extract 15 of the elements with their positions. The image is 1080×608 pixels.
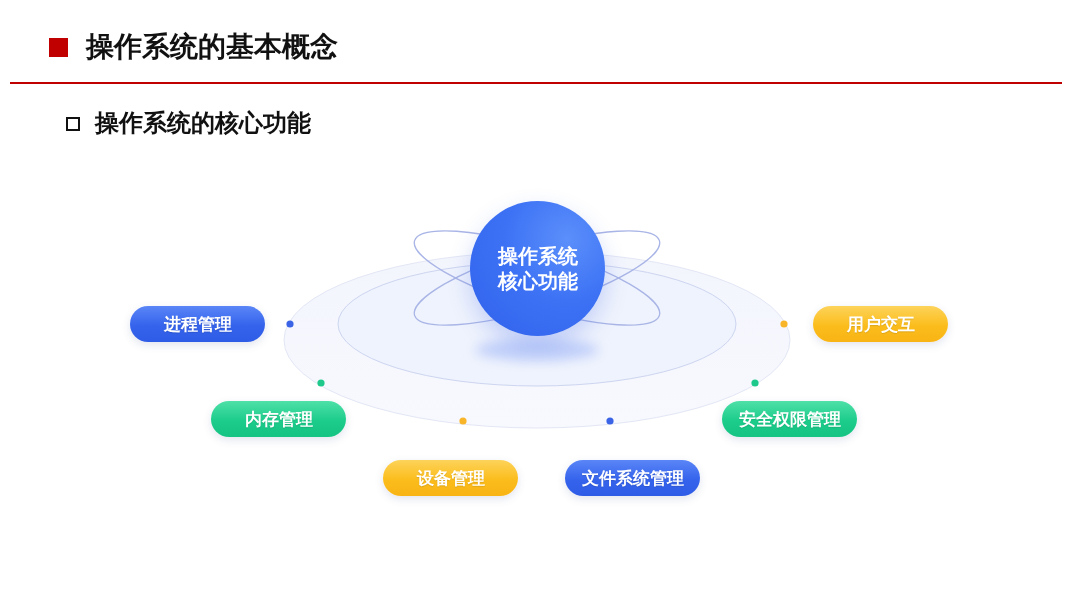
function-pill — [211, 401, 346, 437]
function-pill — [813, 306, 948, 342]
function-label: 内存管理 — [244, 407, 313, 431]
function-label: 文件系统管理 — [581, 466, 684, 490]
slide-title: 操作系统的基本概念 — [86, 29, 338, 65]
core-label: 操作系统核心功能 — [496, 243, 579, 294]
function-pill — [565, 460, 700, 496]
function-label: 用户交互 — [846, 312, 915, 336]
function-pill — [722, 401, 857, 437]
function-label: 进程管理 — [163, 312, 232, 336]
function-label: 安全权限管理 — [738, 407, 841, 431]
function-pill — [383, 460, 518, 496]
function-pill — [130, 306, 265, 342]
section-heading: 操作系统的核心功能 — [95, 108, 311, 139]
function-label: 设备管理 — [416, 466, 485, 490]
